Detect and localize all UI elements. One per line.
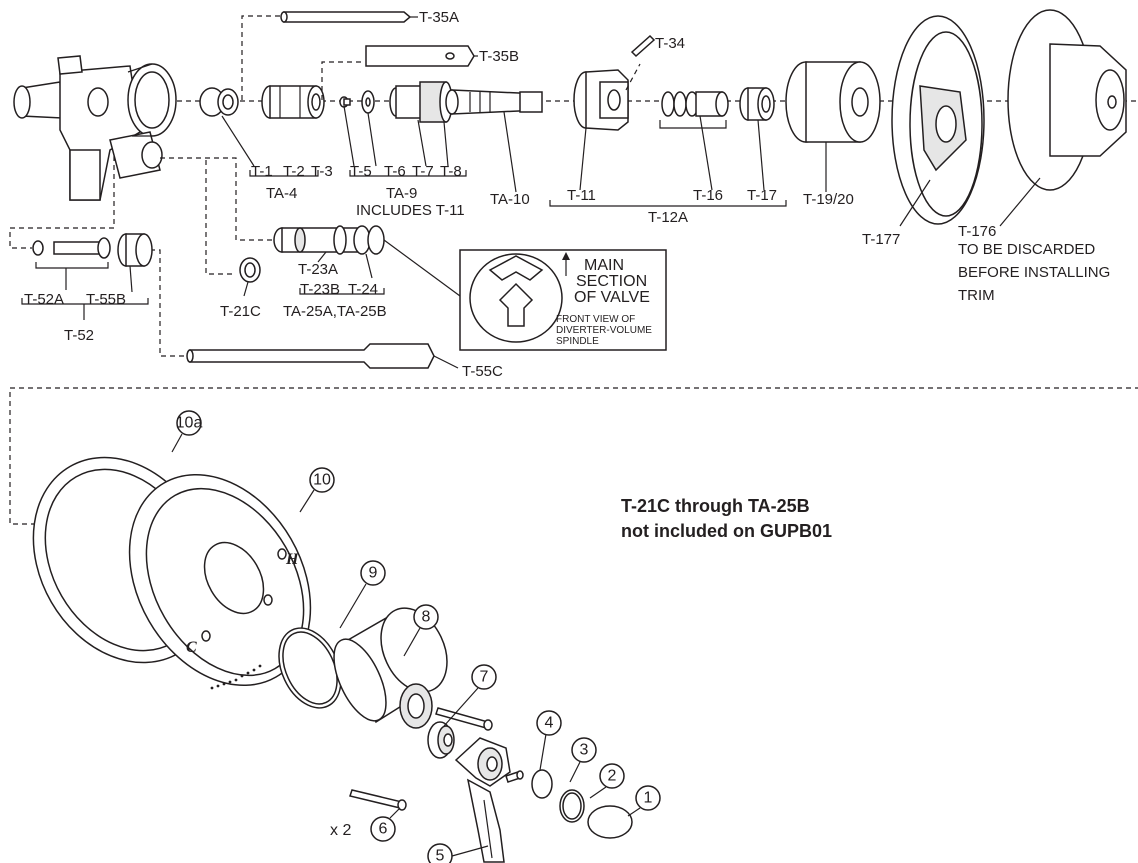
label-t-24: T-24 [348,281,378,298]
inset-main-3: OF VALVE [574,289,650,306]
escutcheon-h-letter: H [285,551,299,568]
label-t-5: T-5 [350,163,372,180]
note-line-2: not included on GUPB01 [621,521,832,541]
part-7-adapter [427,721,455,759]
tool-t-35a [280,11,412,23]
drain-dots [210,664,262,690]
part-t-2-t-3 [261,85,325,119]
part-4-screw [505,770,524,783]
label-t-55c: T-55C [462,363,503,380]
divider-left [9,392,36,525]
part-3-washer [531,769,553,799]
label-t-52: T-52 [64,327,94,344]
note-line-1: T-21C through TA-25B [621,496,810,516]
label-t-35a: T-35A [419,9,459,26]
callout-1: 1 [644,790,653,807]
part-t-1 [199,87,239,117]
part-t-19-20 [785,61,881,143]
label-t-23b: T-23B [300,281,340,298]
callout-8: 8 [422,609,431,626]
part-t-177 [891,15,985,225]
label-ta-4: TA-4 [266,185,297,202]
part-5-lever-handle [454,737,511,863]
leader-lines-upper [221,15,1041,227]
callout-3: 3 [580,742,589,759]
callout-4: 4 [545,715,554,732]
callout-10a: 10a [176,415,203,432]
callout-10: 10 [313,472,331,489]
label-t-19-20: T-19/20 [803,191,854,208]
part-t-34 [630,34,656,58]
callout-5: 5 [436,848,445,863]
part-10-escutcheon [128,473,312,690]
label-t-176: T-176 [958,223,996,240]
part-8-sleeve [333,607,448,729]
part-t-7-t-8 [389,81,453,123]
escutcheon-c-letter: C [186,639,197,656]
inset-front-3: SPINDLE [556,336,599,347]
label-t-55b: T-55B [86,291,126,308]
callout-9: 9 [369,565,378,582]
label-t-176-note-1: TO BE DISCARDED [958,241,1095,258]
label-t-176-note-2: BEFORE INSTALLING [958,264,1110,281]
inset-main-2: SECTION [576,273,647,290]
label-t-3: T-3 [311,163,333,180]
part-t-6 [361,90,375,114]
label-ta-25: TA-25A,TA-25B [283,303,387,320]
label-t-8: T-8 [440,163,462,180]
part-1-cap [587,805,633,839]
inset-front-2: DIVERTER-VOLUME [556,325,652,336]
inset-main-1: MAIN [584,257,624,274]
label-ta-10: TA-10 [490,191,530,208]
label-t-35b: T-35B [479,48,519,65]
valve-body [13,55,177,201]
label-t-2: T-2 [283,163,305,180]
part-t-5 [339,96,351,108]
label-t-176-note-3: TRIM [958,287,995,304]
part-2-disc [559,789,585,823]
part-9-retaining-ring [278,627,342,709]
label-t-52a: T-52A [24,291,64,308]
callout-7: 7 [480,669,489,686]
part-t-17 [739,87,775,121]
part-t-11 [573,69,629,131]
quantity-label: x 2 [330,822,351,839]
part-t-16 [661,91,729,117]
label-t-177: T-177 [862,231,900,248]
label-ta-9: TA-9 [386,185,417,202]
diverter-parts [9,156,461,369]
label-ta-9-note: INCLUDES T-11 [356,202,465,219]
tool-t-35b [365,45,475,67]
label-t-11: T-11 [567,187,596,204]
inset-front-1: FRONT VIEW OF [556,314,635,325]
part-t-176 [1007,9,1127,191]
label-t-1: T-1 [251,163,273,180]
label-t-6: T-6 [384,163,406,180]
part-ta-10 [445,89,543,115]
label-t-16: T-16 [693,187,723,204]
label-t-17: T-17 [747,187,777,204]
callout-6: 6 [379,821,388,838]
label-t-21c: T-21C [220,303,261,320]
callout-circles [171,410,661,863]
label-t-34: T-34 [655,35,685,52]
label-t-23a: T-23A [298,261,338,278]
callout-2: 2 [608,768,617,785]
label-t-7: T-7 [412,163,434,180]
label-t-12a: T-12A [648,209,688,226]
inset-front-view [459,249,667,351]
